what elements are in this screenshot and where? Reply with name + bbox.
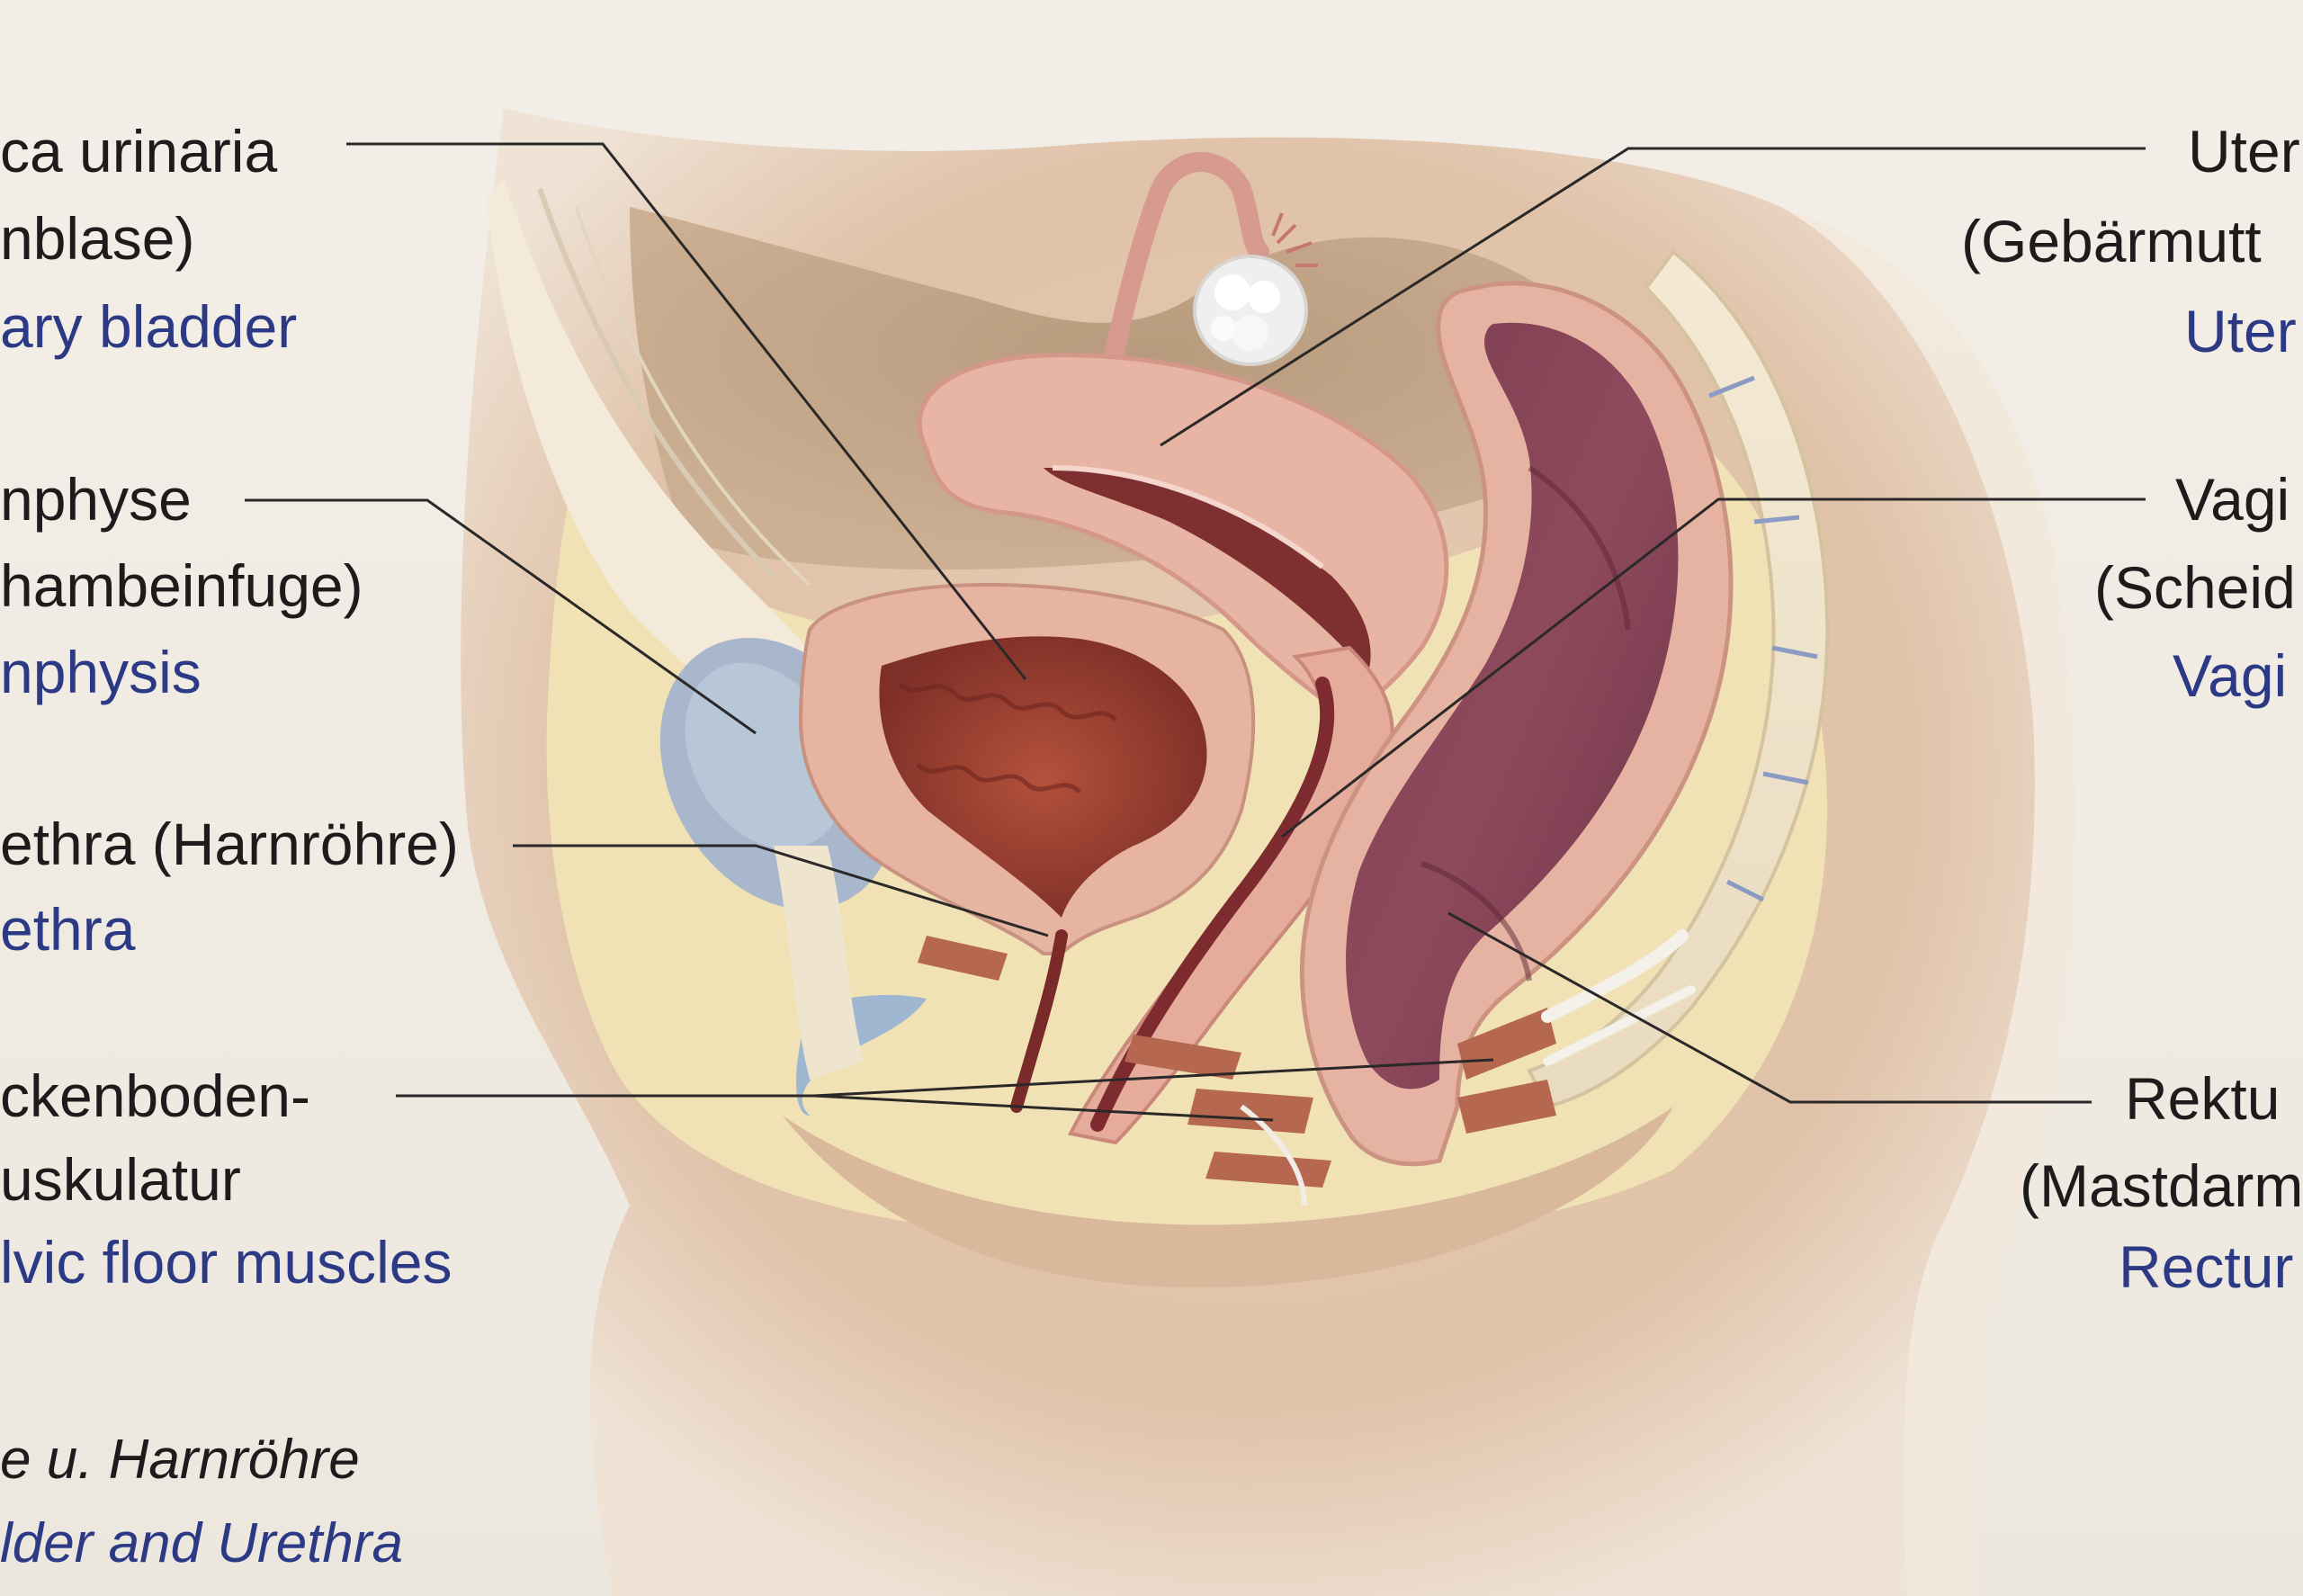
label-vagina-de-sub: (Scheid bbox=[2094, 554, 2296, 621]
leader-uterus bbox=[1160, 147, 2146, 447]
perineum bbox=[783, 1107, 1673, 1288]
label-vagina-en: Vagi bbox=[2173, 642, 2288, 709]
pubic-arch bbox=[774, 846, 927, 1116]
label-urethra-de: ethra (Harnröhre) bbox=[0, 811, 459, 877]
leader-vagina bbox=[1281, 498, 2146, 838]
label-bladder-en: ary bladder bbox=[0, 293, 298, 360]
rectum bbox=[1299, 281, 1734, 1167]
leader-urethra bbox=[513, 844, 1049, 937]
label-pelvic-floor-de: ckenboden- bbox=[0, 1063, 310, 1129]
ovary-and-tube bbox=[1097, 152, 1318, 397]
label-pelvic-floor-de-sub: uskulatur bbox=[0, 1146, 241, 1213]
caption-en: lder and Urethra bbox=[0, 1512, 404, 1574]
leader-bladder bbox=[346, 142, 1027, 680]
label-bladder-de-sub: nblase) bbox=[0, 205, 195, 272]
label-vagina-de: Vagi bbox=[2175, 466, 2290, 533]
leader-pelvic-floor-2 bbox=[813, 1094, 1274, 1122]
label-uterus-de: Uter bbox=[2188, 118, 2300, 184]
leader-symphysis bbox=[245, 498, 757, 735]
label-uterus-de-sub: (Gebärmutt bbox=[1961, 208, 2262, 274]
leader-rectum bbox=[1447, 911, 2092, 1104]
caption-de: e u. Harnröhre bbox=[0, 1429, 360, 1491]
uterus bbox=[917, 353, 1449, 723]
label-symphysis-de-sub: hambeinfuge) bbox=[0, 552, 363, 619]
label-rectum-de-sub: (Mastdarm bbox=[2020, 1152, 2303, 1219]
label-uterus-en: Uter bbox=[2184, 298, 2297, 364]
urinary-bladder bbox=[798, 582, 1256, 955]
leader-lines bbox=[245, 142, 2146, 1122]
label-pelvic-floor-en: lvic floor muscles bbox=[0, 1229, 453, 1296]
label-urethra-en: ethra bbox=[0, 896, 136, 963]
label-rectum-en: Rectur bbox=[2119, 1233, 2294, 1300]
label-symphysis-de: nphyse bbox=[0, 466, 192, 533]
label-bladder-de: ca urinaria bbox=[0, 118, 278, 184]
label-symphysis-en: nphysis bbox=[0, 639, 202, 705]
label-rectum-de: Rektu bbox=[2125, 1065, 2281, 1132]
